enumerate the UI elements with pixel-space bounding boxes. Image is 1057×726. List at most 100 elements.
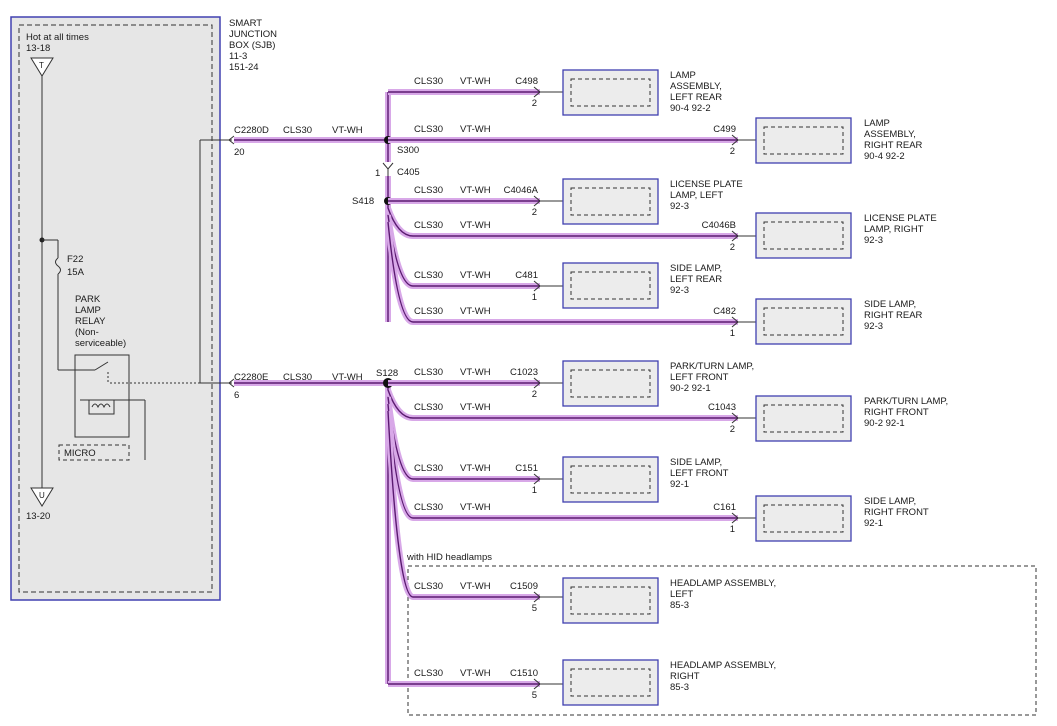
branch-c1509-connector-label: C1509 xyxy=(510,581,538,592)
branch-c1043-connector-label: C1043 xyxy=(708,402,736,413)
sjb-title-2: JUNCTION xyxy=(229,29,277,40)
micro-box xyxy=(58,444,130,461)
branch-c1509-circuit-label: CLS30 xyxy=(414,581,443,592)
main-feeds xyxy=(228,92,394,684)
sjb-title-3: BOX (SJB) xyxy=(229,40,275,51)
branch-c161-label-line: 92-1 xyxy=(864,518,883,529)
fuse-amp-label: 15A xyxy=(67,267,85,278)
sjb-outline xyxy=(10,16,221,601)
branch-c481-color-label: VT-WH xyxy=(460,270,491,281)
c405-label: C405 xyxy=(397,167,420,178)
branch-c498-connector-label: C498 xyxy=(515,76,538,87)
tri-top-letter: T xyxy=(39,61,44,70)
branch-c161-component-inner xyxy=(763,504,844,533)
branch-c4046a-circuit-label: CLS30 xyxy=(414,185,443,196)
s128-label: S128 xyxy=(376,368,398,379)
branch-c4046b-label-line: LICENSE PLATE xyxy=(864,213,937,224)
branch-c1510-label-line: HEADLAMP ASSEMBLY, xyxy=(670,660,776,671)
branch-c1043-label-line: RIGHT FRONT xyxy=(864,407,929,418)
branch-c1043-circuit-label: CLS30 xyxy=(414,402,443,413)
branch-c498-pin-label: 2 xyxy=(532,98,537,109)
ref-top-label: 13-18 xyxy=(26,43,50,54)
branch-c498-component-inner xyxy=(570,78,651,107)
branch-c499-circuit-label: CLS30 xyxy=(414,124,443,135)
branch-c161-label-line: RIGHT FRONT xyxy=(864,507,929,518)
branch-c498-label-line: ASSEMBLY, xyxy=(670,81,722,92)
branch-c1023-pin-label: 2 xyxy=(532,389,537,400)
branch-c1043-pin-label: 2 xyxy=(730,424,735,435)
branch-c4046b-wire xyxy=(387,207,738,237)
branch-c151-label-line: SIDE LAMP, xyxy=(670,457,722,468)
branch-c161-connector-label: C161 xyxy=(713,502,736,513)
sjb-inner-boundary xyxy=(18,24,213,593)
branch-c4046a-connector-label: C4046A xyxy=(504,185,539,196)
branch-c4046a-label-line: 92-3 xyxy=(670,201,689,212)
branch-c151-pin-label: 1 xyxy=(532,485,537,496)
branch-c1509-color-label: VT-WH xyxy=(460,581,491,592)
c2280d-color: VT-WH xyxy=(332,125,363,136)
branch-c499-label-line: LAMP xyxy=(864,118,890,129)
branch-c1509-component-inner xyxy=(570,586,651,615)
fuse-label: F22 xyxy=(67,254,83,265)
branch-c498-label-line: LEFT REAR xyxy=(670,92,722,103)
c2280e-label: C2280E xyxy=(234,372,268,383)
branch-c1023-component-inner xyxy=(570,369,651,398)
branch-c482-component-inner xyxy=(763,307,844,336)
sjb-ref-2: 151-24 xyxy=(229,62,259,73)
branch-c482-circuit-label: CLS30 xyxy=(414,306,443,317)
branch-c4046a-color-label: VT-WH xyxy=(460,185,491,196)
branch-c1043-wire xyxy=(387,389,738,419)
branch-c498-label-line: 90-4 92-2 xyxy=(670,103,711,114)
c2280e-pin: 6 xyxy=(234,390,239,401)
branch-c1510-color-label: VT-WH xyxy=(460,668,491,679)
branch-c1509-label-line: HEADLAMP ASSEMBLY, xyxy=(670,578,776,589)
branch-c151-component-inner xyxy=(570,465,651,494)
branch-c4046b-color-label: VT-WH xyxy=(460,220,491,231)
branch-c161-pin-label: 1 xyxy=(730,524,735,535)
branch-c4046b-label-line: LAMP, RIGHT xyxy=(864,224,924,235)
c2280d-circuit: CLS30 xyxy=(283,125,312,136)
branch-c1510-component-inner xyxy=(570,668,651,697)
c405-pin: 1 xyxy=(375,168,380,179)
branch-c499-pin-label: 2 xyxy=(730,146,735,157)
relay-label-3: RELAY xyxy=(75,316,106,327)
branch-c1043-label-line: 90-2 92-1 xyxy=(864,418,905,429)
branch-c161-color-label: VT-WH xyxy=(460,502,491,513)
branch-c4046a-label-line: LAMP, LEFT xyxy=(670,190,723,201)
smart-junction-box: SMART JUNCTION BOX (SJB) 11-3 151-24 Hot… xyxy=(10,16,277,601)
branch-c1509-label-line: 85-3 xyxy=(670,600,689,611)
branch-c1510-connector-label: C1510 xyxy=(510,668,538,679)
branch-c1023-circuit-label: CLS30 xyxy=(414,367,443,378)
branch-c481-circuit-label: CLS30 xyxy=(414,270,443,281)
branch-c1023-connector-label: C1023 xyxy=(510,367,538,378)
branch-c499-component-inner xyxy=(763,126,844,155)
c2280d-pin: 20 xyxy=(234,147,245,158)
c2280e-color: VT-WH xyxy=(332,372,363,383)
branch-c499-connector-label: C499 xyxy=(713,124,736,135)
branch-c482-label-line: SIDE LAMP, xyxy=(864,299,916,310)
branch-c1023-label-line: LEFT FRONT xyxy=(670,372,729,383)
hid-region xyxy=(407,565,1037,716)
branch-c499-color-label: VT-WH xyxy=(460,124,491,135)
hid-note: with HID headlamps xyxy=(406,552,492,563)
branch-c1509-label-line: LEFT xyxy=(670,589,693,600)
branch-c4046b-circuit-label: CLS30 xyxy=(414,220,443,231)
branch-c498-color-label: VT-WH xyxy=(460,76,491,87)
branch-c151-label-line: LEFT FRONT xyxy=(670,468,729,479)
branch-c151-label-line: 92-1 xyxy=(670,479,689,490)
connector-labels: C2280D 20 CLS30 VT-WH S300 C405 1 S418 C… xyxy=(234,125,420,401)
branch-c482-wire xyxy=(387,221,738,323)
branch-c499-label-line: ASSEMBLY, xyxy=(864,129,916,140)
s418-label: S418 xyxy=(352,196,374,207)
micro-label: MICRO xyxy=(64,448,96,459)
branch-c482-connector-label: C482 xyxy=(713,306,736,317)
branch-c481-component-inner xyxy=(570,271,651,300)
relay-label-2: LAMP xyxy=(75,305,101,316)
branch-c499-label-line: RIGHT REAR xyxy=(864,140,923,151)
branch-c481-connector-label: C481 xyxy=(515,270,538,281)
branch-c1510-pin-label: 5 xyxy=(532,690,537,701)
c2280d-label: C2280D xyxy=(234,125,269,136)
ref-bottom-label: 13-20 xyxy=(26,511,50,522)
